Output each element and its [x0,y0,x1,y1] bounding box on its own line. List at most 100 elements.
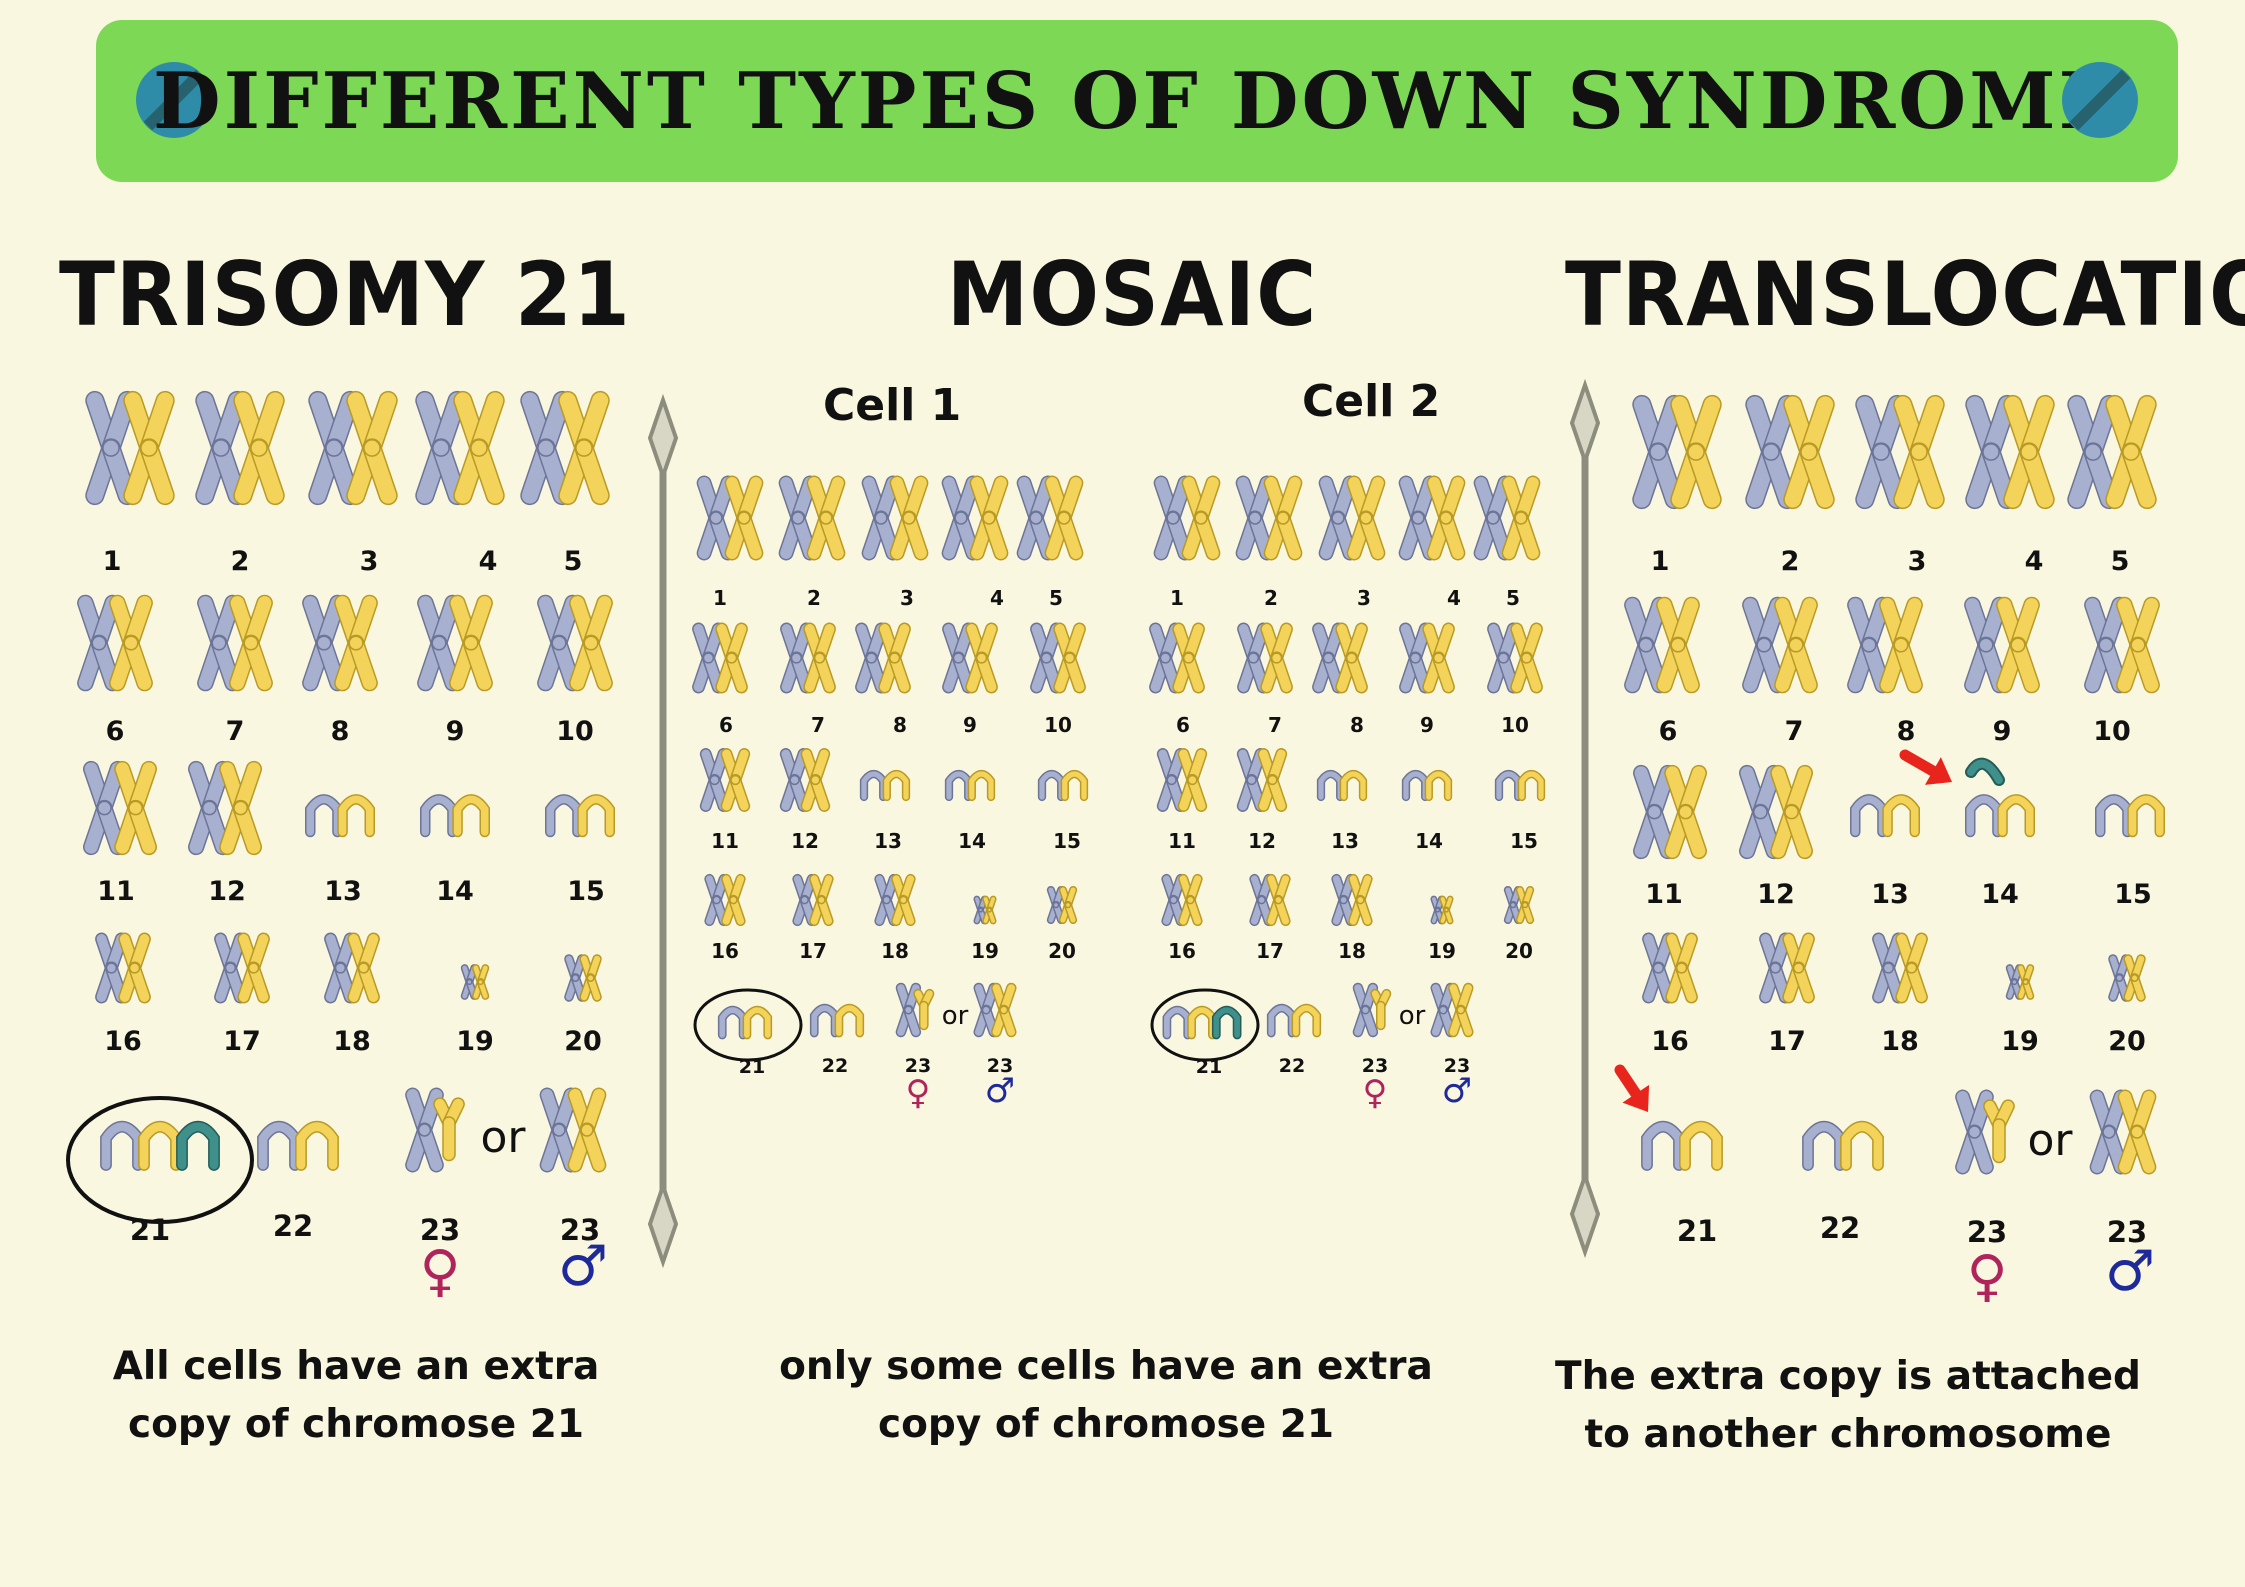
chromosome [1782,932,1815,1004]
chromosome-number: 22 [822,1055,848,1077]
chromosome-pair [195,390,285,506]
chromosome-number: 2 [1264,586,1278,610]
chromosome-number: 11 [1645,879,1683,910]
chromosome [965,622,998,694]
chromosome [721,873,746,927]
chromosome [1161,873,1186,927]
chromosome-number: 11 [1168,829,1196,853]
chromosome [1430,982,1456,1038]
chromosome [188,760,231,856]
chromosome-pair [1156,748,1208,812]
chromosome-xy [405,1087,465,1173]
chromosome-pair [1249,873,1291,927]
page-title: DIFFERENT TYPES OF DOWN SYNDROME [152,56,2122,147]
chromosome [1759,932,1792,1004]
chromosome [1346,475,1386,561]
chromosome [1473,475,1513,561]
chromosome [233,390,285,506]
chromosome [861,475,901,561]
chromosome [453,795,489,836]
chromosome-pair [1237,622,1293,694]
pill-icon [2062,62,2138,138]
chromosome-pair [1964,596,2040,694]
chromosome [1774,596,1818,694]
chromosome [889,475,929,561]
chromosome [1633,764,1676,860]
chromosome [779,748,810,812]
trisomy-caption: All cells have an extra copy of chromose… [16,1338,696,1454]
title-banner: DIFFERENT TYPES OF DOWN SYNDROME [96,20,2178,182]
chromosome [2084,596,2128,694]
chromosome [973,895,988,925]
chromosome-number: 9 [1993,716,2012,747]
chromosome [1893,394,1945,510]
chromosome [1044,475,1084,561]
chromosome-pair [2084,596,2160,694]
chromosome-number: 7 [1785,716,1804,747]
chromosome-pair [1503,885,1535,925]
chromosome [800,748,831,812]
chromosome [219,760,262,856]
chromosome-pair [1742,596,1818,694]
chromosome-pair [83,760,157,856]
chromosome [1235,475,1275,561]
chromosome [1062,771,1087,800]
female-symbol: ♀ [1363,1073,1388,1113]
chromosome-pair [1236,748,1288,812]
chromosome [1448,982,1474,1038]
chromosome-pair [85,390,175,506]
chromosome-number: 19 [971,939,999,963]
translocation-caption-line1: The extra copy is attached [1555,1354,2141,1399]
chromosome [1058,885,1078,925]
chromosome-xy [1352,982,1392,1038]
chromosome [1656,596,1700,694]
chromosome-number: 17 [1768,1026,1806,1057]
chromosome [1257,748,1288,812]
chromosome [1487,622,1520,694]
chromosome-pair [1487,622,1543,694]
chromosome-pair [1331,873,1373,927]
mosaic-caption-line2: copy of chromose 21 [877,1402,1335,1447]
chromosome [991,982,1017,1038]
chromosome [2128,795,2164,836]
chromosome [417,594,461,692]
chromosome-pair [308,390,398,506]
chromosome [1178,873,1203,927]
chromosome-number: 16 [1651,1026,1689,1057]
chromosome-number: 23 [2107,1215,2147,1249]
chromosome-pair [2005,964,2035,1000]
chromosome [1770,764,1813,860]
chromosome-number: 11 [97,876,135,907]
chromosome [229,594,273,692]
chromosome-pair [1624,596,1700,694]
chromosome-pair [944,769,996,802]
section-divider [1569,378,1601,1259]
chromosome-pair [564,954,602,1002]
chromosome [780,622,813,694]
pill-icon [136,62,212,138]
chromosome [578,795,614,836]
chromosome-number: 9 [963,713,977,737]
chromosome-number: 19 [1428,939,1456,963]
chromosome-number: 3 [1908,546,1927,577]
chromosome [855,622,888,694]
chromosome [405,1087,444,1173]
chromosome-pair [1802,1120,1884,1171]
chromosome-number: 2 [1781,546,1800,577]
chromosome-number: 13 [874,829,902,853]
chromosome [1847,596,1891,694]
chromosome [1965,394,2017,510]
or-label: or [2027,1115,2073,1166]
chromosome [1501,475,1541,561]
chromosome [453,390,505,506]
mosaic-title: MOSAIC [946,244,1318,347]
chromosome [1670,394,1722,510]
chromosome-number: 4 [990,586,1004,610]
chromosome [803,622,836,694]
chromosome [539,1087,579,1173]
chromosome-pair [302,594,378,692]
chromosome-xy [895,982,935,1038]
chromosome-pair [77,594,153,692]
chromosome [1879,596,1923,694]
chromosome-pair [1641,1120,1723,1171]
